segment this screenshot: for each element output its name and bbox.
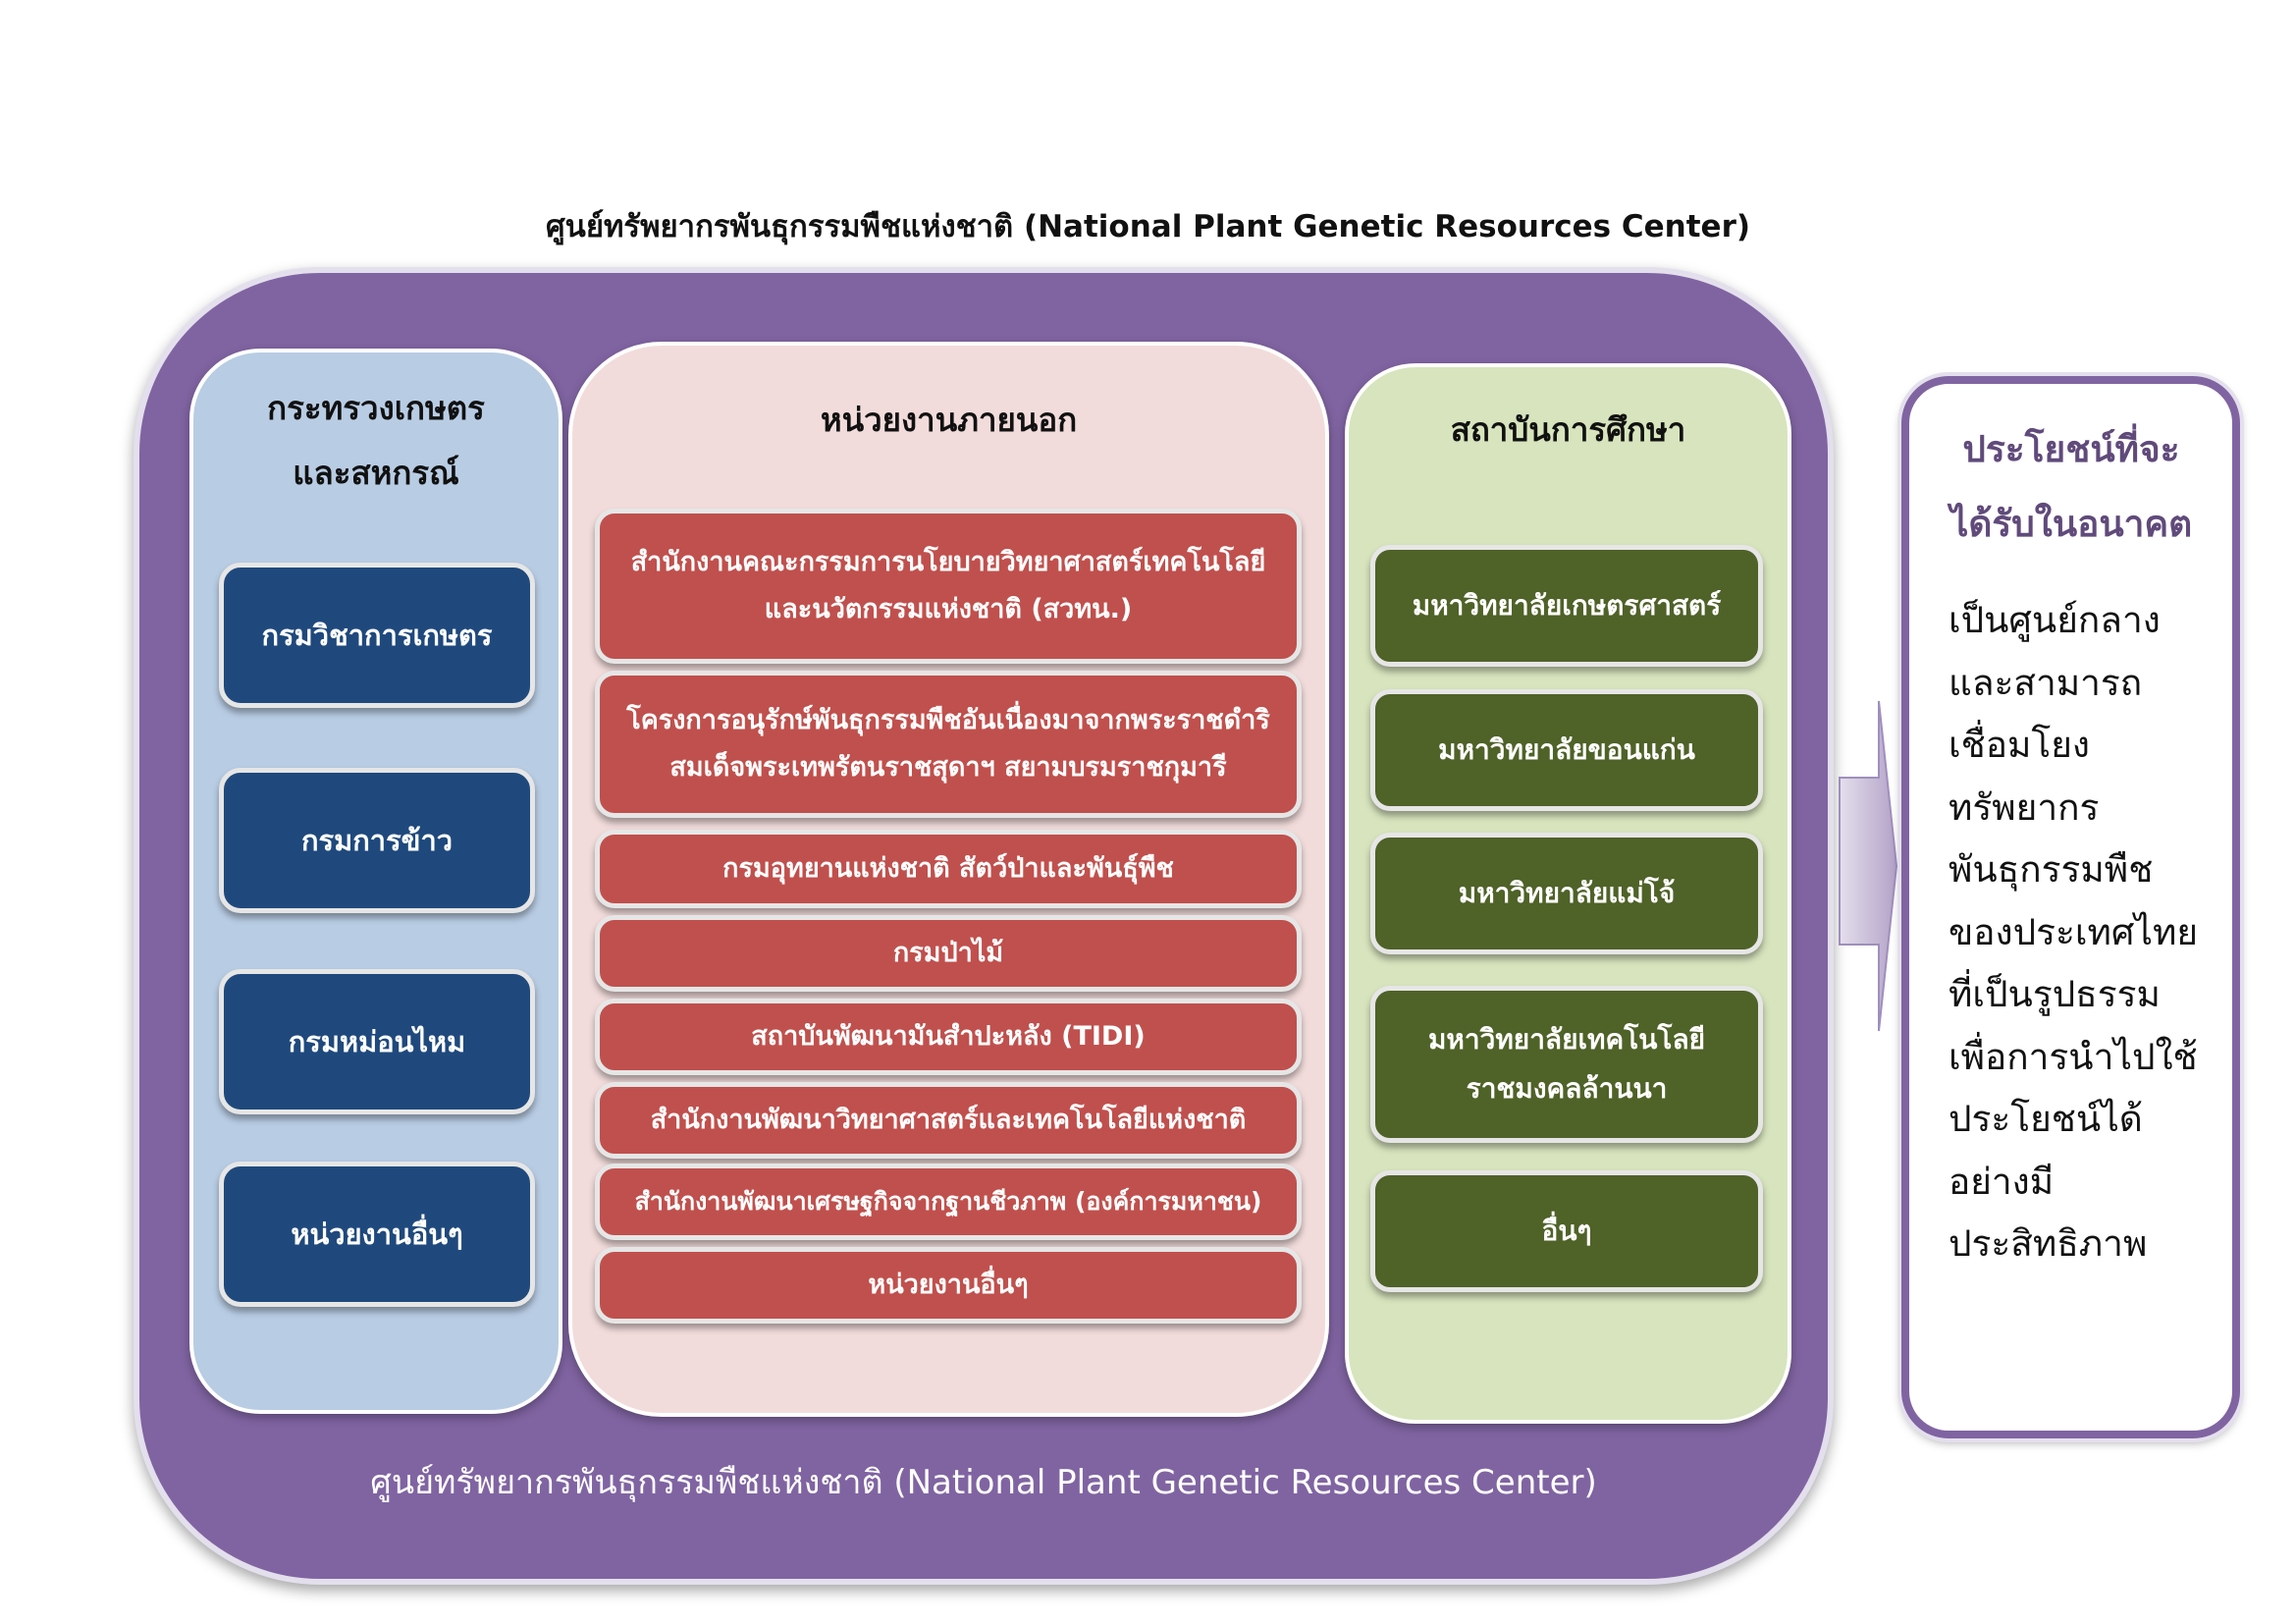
external-item: สำนักงานพัฒนาเศรษฐกิจจากฐานชีวภาพ (องค์ก…: [595, 1164, 1302, 1240]
benefit-line: เพื่อการนำไปใช้: [1949, 1035, 2198, 1078]
benefit-line: พันธุกรรมพืช: [1949, 848, 2154, 891]
education-item-label: มหาวิทยาลัยขอนแก่น: [1438, 733, 1695, 766]
external-title: หน่วยงานภายนอก: [820, 401, 1078, 439]
external-item-line1: โครงการอนุรักษ์พันธุกรรมพืชอันเนื่องมาจา…: [626, 705, 1270, 735]
external-item: กรมป่าไม้: [595, 915, 1302, 992]
education-item: มหาวิทยาลัยเกษตรศาสตร์: [1370, 545, 1763, 667]
benefit-line: อย่างมี: [1949, 1160, 2055, 1203]
right-arrow-icon: [1839, 700, 1898, 1032]
ministry-item-label: หน่วยงานอื่นๆ: [291, 1218, 463, 1251]
education-item: อื่นๆ: [1370, 1170, 1763, 1292]
education-title: สถาบันการศึกษา: [1450, 410, 1686, 449]
education-item-line1: มหาวิทยาลัยเทคโนโลยี: [1427, 1023, 1706, 1056]
ministry-item-label: กรมหม่อนไหม: [288, 1025, 466, 1058]
education-item-label: อื่นๆ: [1541, 1215, 1592, 1247]
external-item: สถาบันพัฒนามันสำปะหลัง (TIDI): [595, 999, 1302, 1075]
ministry-title-line2: และสหกรณ์: [293, 454, 459, 492]
external-item-label: กรมป่าไม้: [892, 938, 1004, 968]
benefit-line: เชื่อมโยง: [1949, 724, 2090, 766]
benefit-title-line2: ได้รับในอนาคต: [1949, 503, 2193, 545]
education-item-line2: ราชมงคลล้านนา: [1466, 1072, 1668, 1105]
external-item-label: กรมอุทยานแห่งชาติ สัตว์ป่าและพันธุ์พืช: [722, 853, 1174, 884]
education-item: มหาวิทยาลัยแม่โจ้: [1370, 833, 1763, 954]
ministry-item: หน่วยงานอื่นๆ: [219, 1162, 535, 1307]
external-item-label: สถาบันพัฒนามันสำปะหลัง (TIDI): [751, 1021, 1146, 1052]
ministry-item-label: กรมวิชาการเกษตร: [261, 619, 493, 652]
external-item-line1: สำนักงานคณะกรรมการนโยบายวิทยาศาสตร์เทคโน…: [630, 547, 1266, 577]
benefit-line: ทรัพยากร: [1949, 785, 2100, 829]
external-item: โครงการอนุรักษ์พันธุกรรมพืชอันเนื่องมาจา…: [595, 671, 1302, 818]
ministry-item-label: กรมการข้าว: [300, 824, 454, 857]
external-item: สำนักงานพัฒนาวิทยาศาสตร์และเทคโนโลยีแห่ง…: [595, 1082, 1302, 1159]
benefit-line: ที่เป็นรูปธรรม: [1949, 973, 2161, 1015]
center-label: ศูนย์ทรัพยากรพันธุกรรมพืชแห่งชาติ (Natio…: [370, 1463, 1597, 1502]
ministry-item: กรมวิชาการเกษตร: [219, 563, 535, 708]
ministry-item: กรมหม่อนไหม: [219, 969, 535, 1114]
external-item-label: สำนักงานพัฒนาวิทยาศาสตร์และเทคโนโลยีแห่ง…: [650, 1105, 1247, 1135]
education-item-label: มหาวิทยาลัยแม่โจ้: [1458, 877, 1676, 909]
external-item-label: สำนักงานพัฒนาเศรษฐกิจจากฐานชีวภาพ (องค์ก…: [634, 1187, 1262, 1216]
benefit-body: เป็นศูนย์กลาง และสามารถ เชื่อมโยง ทรัพยา…: [1949, 589, 2223, 1275]
benefit-panel: [1901, 376, 2240, 1438]
external-item-label: หน่วยงานอื่นๆ: [868, 1270, 1029, 1300]
benefit-line: เป็นศูนย์กลาง: [1949, 599, 2161, 641]
benefit-line: ของประเทศไทย: [1949, 910, 2199, 953]
benefit-title: ประโยชน์ที่จะ ได้รับในอนาคต: [1919, 412, 2223, 562]
ministry-title: กระทรวงเกษตร และสหกรณ์: [189, 376, 562, 506]
external-item: กรมอุทยานแห่งชาติ สัตว์ป่าและพันธุ์พืช: [595, 830, 1302, 908]
ministry-item: กรมการข้าว: [219, 768, 535, 913]
education-item: มหาวิทยาลัยเทคโนโลยีราชมงคลล้านนา: [1370, 986, 1763, 1143]
external-item: หน่วยงานอื่นๆ: [595, 1247, 1302, 1324]
education-item: มหาวิทยาลัยขอนแก่น: [1370, 689, 1763, 811]
benefit-title-line1: ประโยชน์ที่จะ: [1962, 428, 2180, 470]
benefit-line: และสามารถ: [1949, 661, 2143, 704]
education-item-label: มหาวิทยาลัยเกษตรศาสตร์: [1412, 589, 1722, 622]
external-item: สำนักงานคณะกรรมการนโยบายวิทยาศาสตร์เทคโน…: [595, 509, 1302, 664]
benefit-line: ประโยชน์ได้: [1949, 1098, 2143, 1140]
external-item-line2: สมเด็จพระเทพรัตนราชสุดาฯ สยามบรมราชกุมาร…: [669, 752, 1227, 783]
ministry-title-line1: กระทรวงเกษตร: [267, 389, 485, 427]
external-item-line2: และนวัตกรรมแห่งชาติ (สวทน.): [764, 594, 1133, 624]
benefit-line: ประสิทธิภาพ: [1949, 1222, 2148, 1265]
diagram-title: ศูนย์ทรัพยากรพันธุกรรมพืชแห่งชาติ (Natio…: [545, 209, 1751, 244]
